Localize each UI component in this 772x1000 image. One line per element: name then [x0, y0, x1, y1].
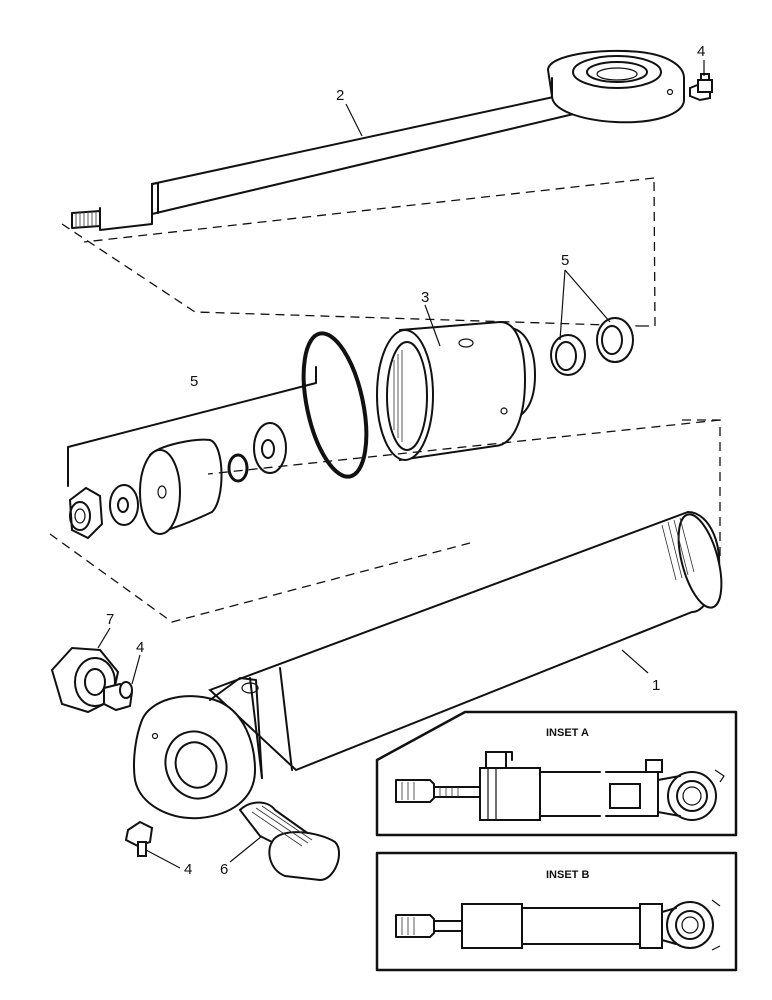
cylinder-gland: [376, 320, 537, 462]
pivot-pin: [238, 801, 340, 882]
inset-a: INSET A: [375, 710, 738, 837]
seal-ring-2: [596, 317, 634, 363]
cylinder-barrel: [132, 510, 723, 820]
small-o-ring: [227, 453, 249, 483]
grease-nipple-bottom: [124, 820, 154, 857]
callout-7: 7: [106, 611, 114, 628]
callout-1: 1: [652, 677, 660, 694]
callout-2: 2: [336, 87, 344, 104]
seal-group-bracket: [67, 366, 317, 487]
callout-6: 6: [220, 861, 228, 878]
grease-nipple-top: [689, 73, 713, 102]
callout-3: 3: [421, 289, 429, 306]
o-ring: [301, 331, 369, 479]
inset-a-title: INSET A: [546, 727, 589, 739]
grease-nipple-mid: [103, 681, 134, 712]
callout-5-right: 5: [561, 252, 569, 269]
callout-leaders: [97, 60, 705, 869]
seal-ring-1: [550, 334, 586, 376]
piston: [139, 438, 223, 535]
piston-rod: [71, 49, 685, 231]
assembly-boundary-lower: [49, 419, 721, 623]
callout-4-top: 4: [697, 43, 705, 60]
callout-4-mid: 4: [136, 639, 144, 656]
callout-5-left: 5: [190, 373, 198, 390]
assembly-boundary-upper: [61, 177, 656, 327]
washer-large: [253, 422, 287, 474]
washer-small: [109, 484, 139, 526]
inset-b-title: INSET B: [546, 869, 589, 881]
nut: [68, 486, 104, 540]
inset-b: INSET B: [375, 851, 738, 972]
callout-4-bottom: 4: [184, 861, 192, 878]
